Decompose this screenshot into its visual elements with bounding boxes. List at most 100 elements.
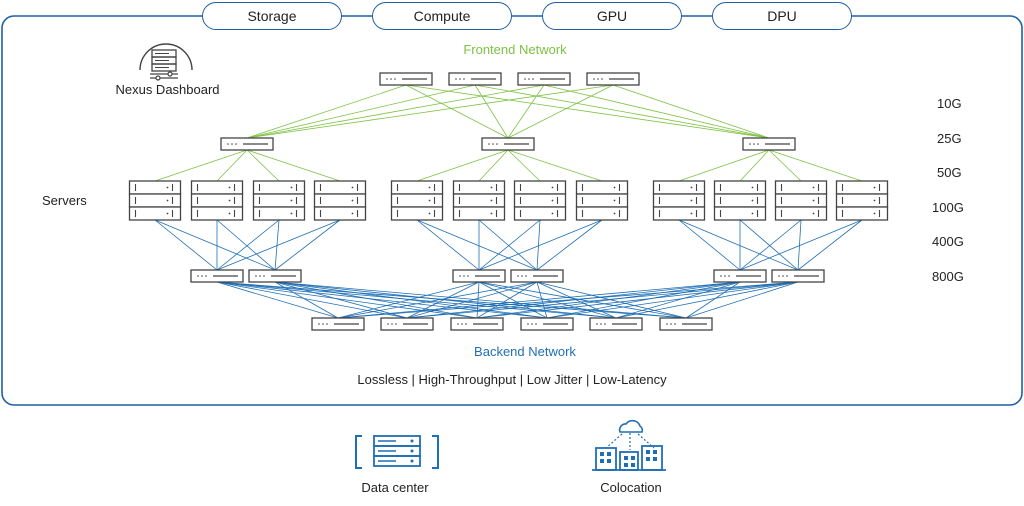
backend-leaf-switch [248,269,302,283]
network-link [543,84,770,139]
backend-network-title: Backend Network [474,344,576,359]
network-link [416,219,538,271]
frontend-leaf-switch [742,137,796,151]
network-link [678,219,799,271]
network-link [474,84,770,139]
network-link [476,281,538,319]
network-link [507,149,541,182]
backend-spine-switch [589,317,643,331]
server-icon [575,180,629,221]
network-link [678,219,741,271]
server-icon [652,180,706,221]
network-link [216,219,276,271]
speed-label: 100G [932,200,964,215]
network-link [216,149,248,182]
nexus-dashboard-icon [139,43,193,81]
network-link [216,281,687,319]
network-link [216,219,280,271]
network-link [612,84,770,139]
network-link [337,281,741,319]
network-link [739,149,770,182]
network-link [536,281,687,319]
network-link [536,219,603,271]
network-link [476,281,799,319]
speed-label: 10G [937,96,962,111]
network-link [337,281,799,319]
network-link [274,281,687,319]
server-icon [713,180,767,221]
network-link [274,281,408,319]
network-frame [1,15,1023,406]
network-link [768,149,863,182]
frontend-spine-switch [379,72,433,86]
backend-spine-switch [450,317,504,331]
backend-leaf-switch [713,269,767,283]
network-link [274,219,280,271]
network-link [685,281,799,319]
network-link [546,281,799,319]
network-link [216,281,478,319]
network-link [216,281,339,319]
network-link [768,149,802,182]
network-link [474,84,509,139]
tab-storage[interactable]: Storage [202,2,342,30]
network-link [536,219,541,271]
frontend-leaf-switch [220,137,274,151]
frontend-leaf-switch [481,137,535,151]
network-link [274,219,341,271]
network-link [615,281,799,319]
server-icon [835,180,889,221]
server-icon [774,180,828,221]
network-link [416,219,480,271]
network-link [216,281,548,319]
network-link [797,219,863,271]
network-link [154,219,218,271]
nexus-dashboard-label: Nexus Dashboard [115,82,220,97]
data-center-label: Data center [361,480,429,495]
network-devices [128,72,889,331]
network-link [154,219,276,271]
network-link [478,219,538,271]
network-link [478,219,541,271]
network-link [216,281,617,319]
network-link [406,281,538,319]
server-icon [252,180,306,221]
network-link [246,149,280,182]
speed-label: 50G [937,165,962,180]
network-link [739,219,802,271]
speed-label: 25G [937,131,962,146]
frontend-spine-switch [517,72,571,86]
backend-leaf-switch [452,269,506,283]
backend-leaf-switch [190,269,244,283]
network-link [405,84,509,139]
speed-label: 400G [932,234,964,249]
speed-label: 800G [932,269,964,284]
network-link [216,219,341,271]
network-link [274,281,617,319]
network-link [274,281,478,319]
network-link [739,219,799,271]
backend-spine-switch [311,317,365,331]
network-link [476,281,480,319]
servers-label: Servers [42,193,87,208]
tab-dpu[interactable]: DPU [712,2,852,30]
network-link [478,219,603,271]
data-center-icon [355,435,439,469]
network-link [476,281,741,319]
network-link [739,219,863,271]
tab-compute[interactable]: Compute [372,2,512,30]
backend-links [154,219,863,319]
network-link [478,149,509,182]
network-link [507,84,545,139]
frontend-network-title: Frontend Network [463,42,567,57]
server-icon [128,180,182,221]
network-link [678,149,770,182]
tab-gpu[interactable]: GPU [542,2,682,30]
network-link [274,281,548,319]
frontend-links [154,84,863,182]
backend-leaf-switch [510,269,564,283]
network-link [246,84,545,139]
network-link [337,281,538,319]
network-link [246,149,341,182]
network-link [406,281,741,319]
